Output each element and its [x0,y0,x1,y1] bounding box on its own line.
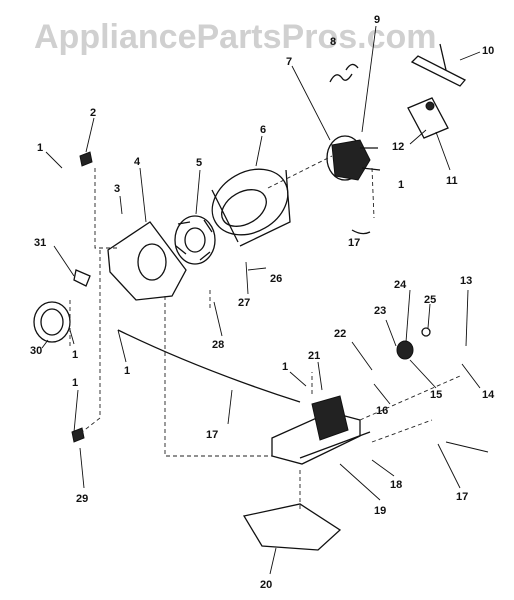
callout-labels: 1 2 3 4 5 6 7 8 9 10 11 12 13 14 15 16 1… [30,14,495,591]
callout-15: 15 [430,389,442,401]
callout-27: 27 [238,297,250,309]
callout-22: 22 [334,328,346,340]
part-8-clips [329,63,359,83]
callout-17-c: 17 [456,491,468,503]
leader-lines [41,25,489,575]
callout-21: 21 [308,350,320,362]
callout-29: 29 [76,493,88,505]
callout-18: 18 [390,479,402,491]
callout-19: 19 [374,505,386,517]
callout-1-b: 1 [398,179,404,191]
callout-9: 9 [374,14,380,26]
part-17-wire-upper [351,229,371,235]
callout-14: 14 [482,389,495,401]
callout-8: 8 [330,36,336,48]
part-19-base-assembly [271,395,371,465]
part-30-bearing-ring [33,301,71,343]
part-29-bracket [71,427,85,443]
part-17-wire [117,329,301,403]
callout-12: 12 [392,141,404,153]
callout-1-e: 1 [72,377,78,389]
callout-30: 30 [30,345,42,357]
callout-20: 20 [260,579,272,591]
part-4-mounting-plate [107,221,187,301]
callout-7: 7 [286,56,292,68]
part-10-rod [410,43,467,87]
callout-1-a: 1 [37,142,43,154]
callout-26: 26 [270,273,282,285]
callout-1-f: 1 [282,361,288,373]
callout-2: 2 [90,107,96,119]
callout-31: 31 [34,237,46,249]
callout-13: 13 [460,275,472,287]
alignment-lines [69,155,461,510]
callout-6: 6 [260,124,266,136]
callout-17-a: 17 [348,237,360,249]
watermark-logo: AppliancePartsPros.com [34,18,436,56]
callout-24: 24 [394,279,407,291]
callout-4: 4 [134,156,141,168]
callout-1-d: 1 [124,365,130,377]
part-20-pad [242,503,342,551]
callout-1-c: 1 [72,349,78,361]
part-5-fan [174,215,216,265]
callout-16: 16 [376,405,388,417]
part-31-clip [73,269,91,287]
part-6-housing [211,168,291,247]
callout-10: 10 [482,45,494,57]
callout-25: 25 [424,294,436,306]
part-2-bracket [79,151,93,167]
callout-28: 28 [212,339,224,351]
part-11-terminal-block [407,97,449,139]
callout-23: 23 [374,305,386,317]
callout-11: 11 [446,175,458,187]
callout-5: 5 [196,157,202,169]
callout-17-b: 17 [206,429,218,441]
callout-3: 3 [114,183,120,195]
part-24-pulley [396,327,431,360]
part-7-motor-switch [326,135,381,181]
